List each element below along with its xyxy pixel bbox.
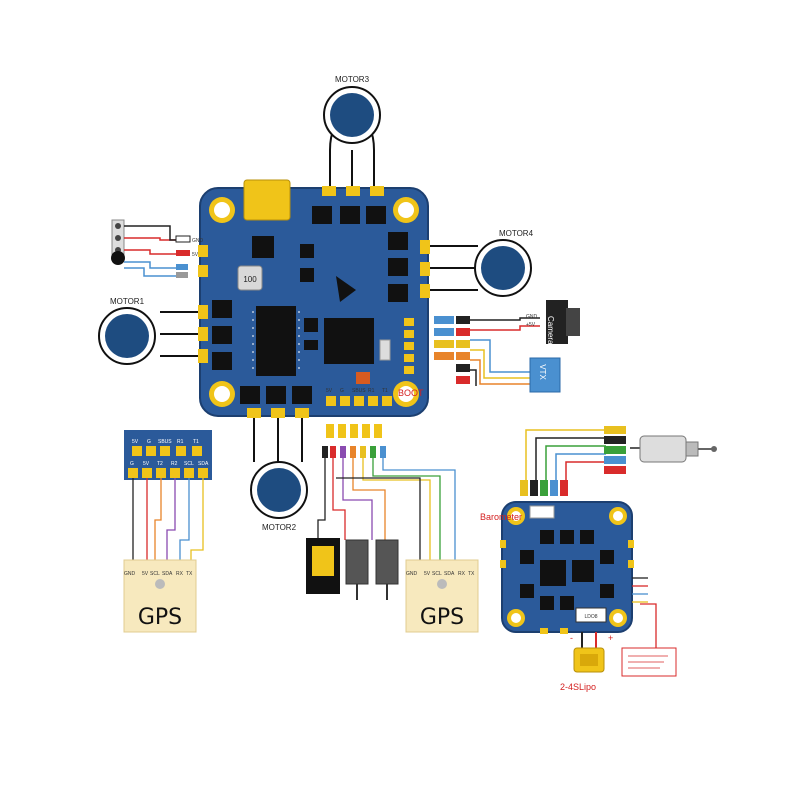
gpsr-scl: SCL [432, 571, 442, 577]
secondary-wires [525, 429, 640, 492]
boot-button [356, 372, 370, 384]
gpsr-gnd: GND [406, 571, 418, 577]
battery-label: 2-4SLipo [560, 682, 596, 692]
gpsl-scl: SCL [150, 571, 160, 577]
gpsl-sda: SDA [162, 571, 173, 577]
gps-left-label: GPS [138, 605, 182, 630]
mcu-chip [324, 318, 374, 364]
ldo-chip [575, 607, 607, 623]
camera-vtx-wiring [470, 317, 540, 386]
lh-r2: R2 [171, 461, 178, 467]
chip-100-label: 100 [243, 275, 257, 284]
motor2 [250, 461, 308, 519]
camera-label: Camera [546, 316, 555, 345]
battery-connector [581, 632, 597, 648]
lh-g: G [147, 439, 151, 445]
gpsr-rx: RX [458, 571, 466, 577]
gpsl-5v: 5V [142, 571, 149, 577]
barometer-chip [529, 505, 555, 519]
receiver-wires [317, 458, 456, 560]
motor4-label: MOTOR4 [499, 229, 534, 238]
pin-5v: 5V [326, 388, 333, 394]
esc-chip [256, 306, 296, 376]
note-box-text-lines [628, 655, 668, 669]
secondary-board [500, 501, 634, 634]
motor1 [98, 307, 156, 365]
lh-5v: 5V [132, 439, 139, 445]
xt-connector [573, 647, 605, 673]
motor1-label: MOTOR1 [110, 297, 145, 306]
lh-r1: R1 [177, 439, 184, 445]
chip-100 [237, 265, 263, 291]
barometer-label: Barometer [480, 512, 522, 522]
gps-module-left [123, 559, 197, 633]
buzzer-5v-label: 5V [192, 252, 199, 258]
receiver-3 [375, 539, 399, 600]
gps-right-label: GPS [420, 605, 464, 630]
battery-pad [243, 179, 291, 221]
left-header [124, 430, 212, 480]
gpsl-gnd: GND [124, 571, 136, 577]
gpsr-5v: 5V [424, 571, 431, 577]
gps-left-wires [132, 478, 204, 560]
dc-motor [639, 435, 717, 463]
lh-sda: SDA [198, 461, 209, 467]
lh-scl: SCL [184, 461, 194, 467]
gps-module-right [405, 559, 479, 633]
bottom-connector [322, 424, 386, 458]
lh-t1: T1 [193, 439, 199, 445]
lh-sbus: SBUS [158, 439, 172, 445]
battery-minus-label: - [570, 633, 573, 643]
gpsl-rx: RX [176, 571, 184, 577]
motor2-label: MOTOR2 [262, 523, 297, 532]
pin-r1: R1 [368, 388, 375, 394]
battery-plus-label: + [608, 633, 613, 643]
pin-sbus: SBUS [352, 388, 366, 394]
camera-5v-label: +5V [526, 322, 536, 328]
flight-controller-board: 100 BOOT 5V G SBUS [198, 179, 430, 418]
vtx-label: VTX [538, 364, 547, 380]
bottom-header-pads [326, 396, 392, 406]
ldo-label: LDO8 [584, 614, 597, 620]
pin-t1: T1 [382, 388, 388, 394]
lh-5v2: 5V [143, 461, 150, 467]
receiver-2 [345, 539, 369, 600]
motor4 [474, 239, 532, 297]
motor3 [323, 86, 381, 144]
secondary-right-wires [632, 577, 657, 648]
lh-g2: G [130, 461, 134, 467]
camera-gnd-label: GND [526, 314, 538, 320]
buzzer-gnd-label: GND [192, 238, 204, 244]
pin-g: G [340, 388, 344, 394]
gpsl-tx: TX [186, 571, 193, 577]
gpsr-sda: SDA [444, 571, 455, 577]
lh-t2: T2 [157, 461, 163, 467]
boot-label: BOOT [398, 388, 424, 398]
motor3-label: MOTOR3 [335, 75, 370, 84]
buzzer [111, 219, 191, 278]
mosfets [212, 206, 408, 404]
mounting-holes [209, 197, 419, 407]
vtx [529, 357, 561, 393]
buzzer-icon [111, 251, 125, 265]
receiver-1 [306, 538, 340, 594]
gpsr-tx: TX [468, 571, 475, 577]
secondary-header [520, 426, 626, 496]
camera [546, 300, 580, 344]
camera-vtx-pads [434, 316, 470, 384]
